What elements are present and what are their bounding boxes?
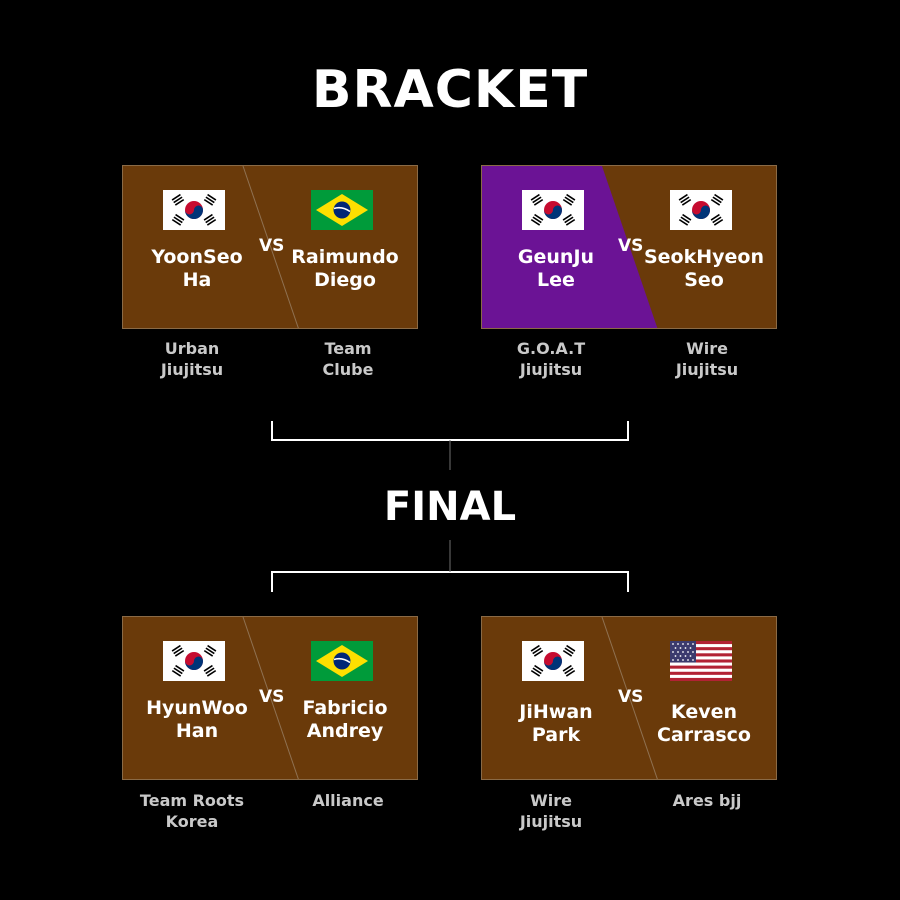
match-card-1[interactable]: YoonSeo Ha VS Raimundo Diego — [122, 165, 418, 329]
bracket-title: BRACKET — [311, 60, 589, 120]
fighter-name: SeokHyeon Seo — [643, 246, 764, 291]
team-label: Wire Jiujitsu — [519, 791, 583, 831]
brazil-flag-icon — [311, 641, 373, 681]
fighter-name: HyunWoo Han — [146, 697, 248, 742]
vs-label: VS — [259, 687, 285, 707]
fighter-left: GeunJu Lee — [482, 166, 630, 328]
team-label: Urban Jiujitsu — [160, 339, 224, 379]
fighter-right: Raimundo Diego — [271, 166, 417, 328]
team-label: Wire Jiujitsu — [675, 339, 739, 379]
fighter-name: YoonSeo Ha — [151, 246, 243, 291]
fighter-left: YoonSeo Ha — [123, 166, 271, 328]
team-label: G.O.A.T Jiujitsu — [516, 339, 586, 379]
fighter-right: SeokHyeon Seo — [630, 166, 776, 328]
vs-label: VS — [259, 236, 285, 256]
south-korea-flag-icon — [522, 641, 584, 681]
team-label: Team Roots Korea — [139, 791, 245, 831]
fighter-left: JiHwan Park — [482, 617, 630, 779]
match-card-3[interactable]: HyunWoo Han VS Fabricio Andrey — [122, 616, 418, 780]
usa-flag-icon — [670, 641, 732, 681]
fighter-name: Raimundo Diego — [291, 246, 399, 291]
fighter-name: GeunJu Lee — [517, 246, 595, 291]
match-card-2[interactable]: GeunJu Lee VS SeokHyeon Seo — [481, 165, 777, 329]
final-title: FINAL — [383, 484, 517, 530]
vs-label: VS — [618, 236, 644, 256]
divider-line — [242, 166, 299, 328]
team-label: Ares bjj — [672, 791, 742, 810]
team-label: Alliance — [312, 791, 384, 810]
divider-line — [242, 617, 299, 779]
south-korea-flag-icon — [163, 641, 225, 681]
divider-line — [601, 617, 658, 779]
fighter-right: Fabricio Andrey — [271, 617, 417, 779]
team-label: Team Clube — [322, 339, 374, 379]
vs-label: VS — [618, 687, 644, 707]
fighter-right: Keven Carrasco — [630, 617, 776, 779]
fighter-name: JiHwan Park — [519, 701, 593, 746]
fighter-name: Fabricio Andrey — [302, 697, 388, 742]
fighter-name: Keven Carrasco — [657, 701, 751, 746]
fighter-left: HyunWoo Han — [123, 617, 271, 779]
match-card-4[interactable]: JiHwan Park VS Keven Carrasco — [481, 616, 777, 780]
